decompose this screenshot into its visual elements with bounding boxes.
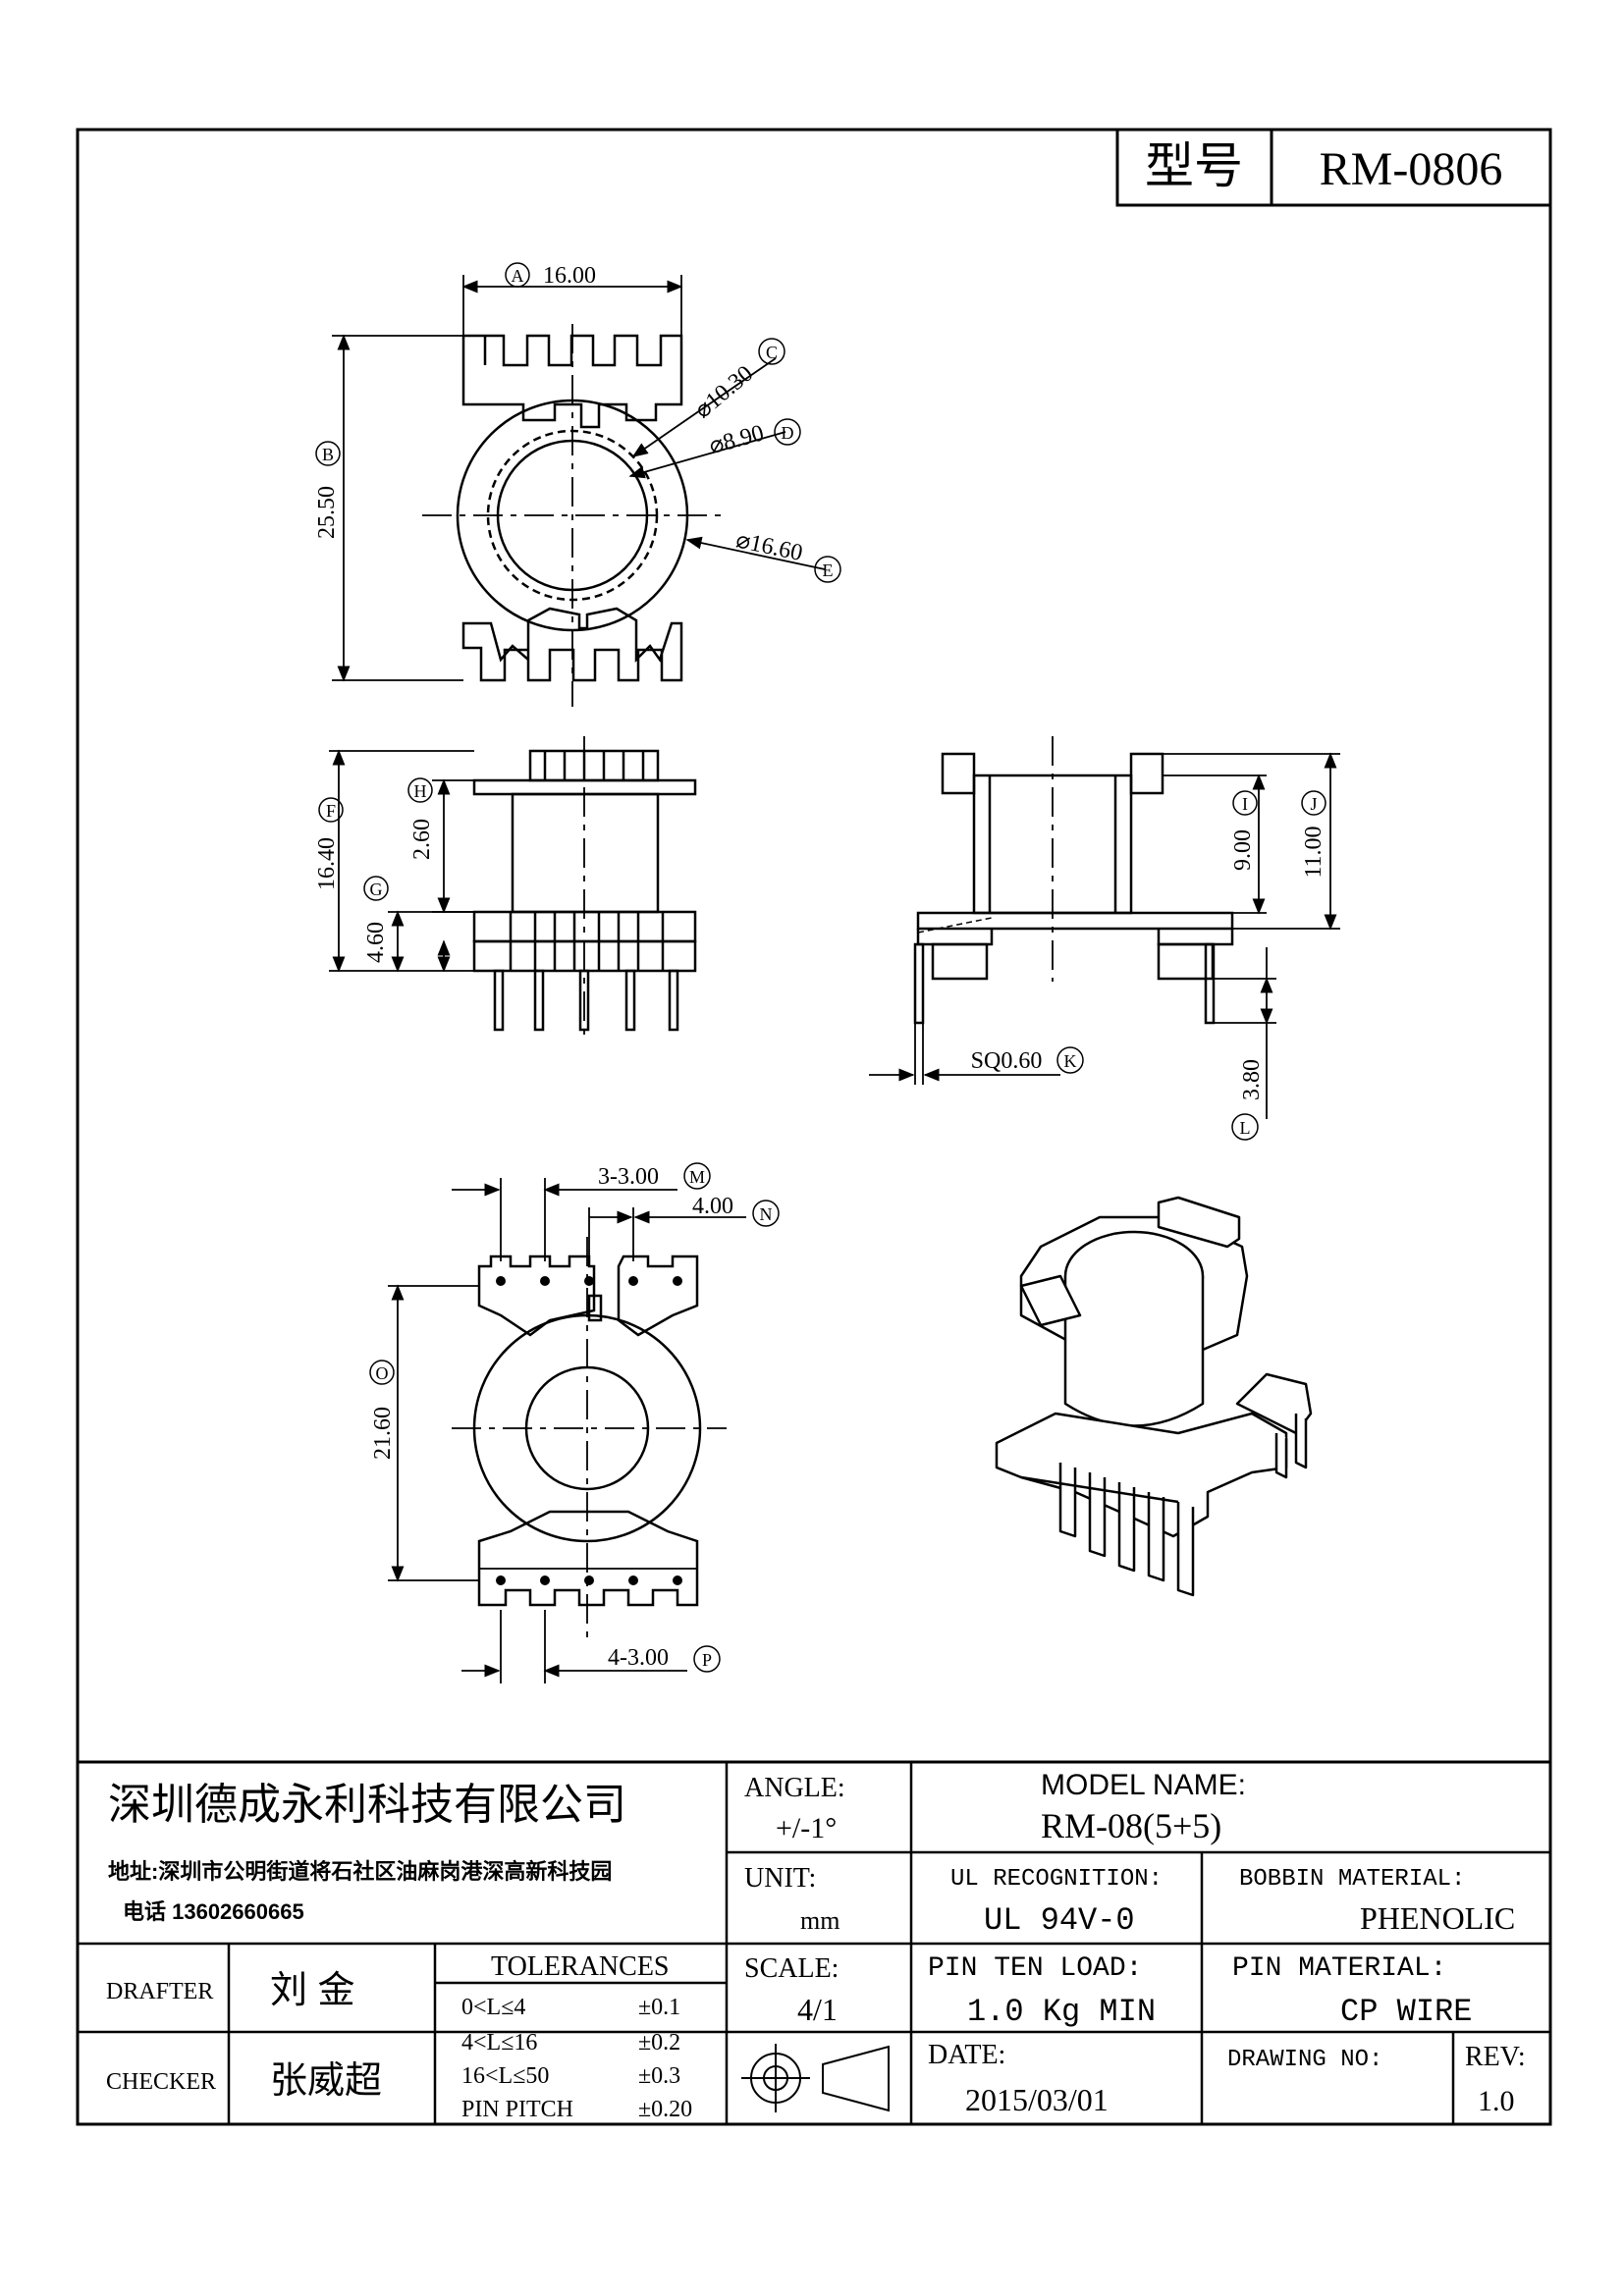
- pin-load-value: 1.0 Kg MIN: [967, 1994, 1156, 2030]
- dim-l-value: 3.80: [1239, 1059, 1265, 1100]
- dim-h-ref: H: [414, 781, 427, 801]
- dim-k-ref: K: [1064, 1051, 1077, 1071]
- rev-label: REV:: [1465, 2042, 1526, 2072]
- dim-l-ref: L: [1240, 1118, 1251, 1138]
- unit-value: mm: [800, 1906, 839, 1935]
- unit-label: UNIT:: [744, 1863, 816, 1894]
- dim-b-ref: B: [322, 445, 334, 464]
- top-view: [332, 275, 826, 707]
- isometric-view: [995, 1196, 1313, 1597]
- pin-load-label: PIN TEN LOAD:: [928, 1953, 1142, 1984]
- front-view: [329, 736, 697, 1041]
- drawing-no-label: DRAWING NO:: [1227, 2047, 1382, 2073]
- dim-i-ref: I: [1242, 794, 1248, 814]
- bottom-comb-outline: [461, 607, 683, 682]
- dim-c-ref: C: [766, 343, 778, 362]
- tol-value-3: ±0.3: [638, 2063, 680, 2089]
- pin-material-value: CP WIRE: [1340, 1994, 1472, 2030]
- ul-label: UL RECOGNITION:: [950, 1866, 1163, 1893]
- dim-k-value: SQ0.60: [971, 1048, 1043, 1074]
- bottom-view: [388, 1178, 746, 1683]
- dim-j-value: 11.00: [1301, 826, 1326, 878]
- tol-value-2: ±0.2: [638, 2030, 680, 2056]
- scale-value: 4/1: [797, 1992, 838, 2027]
- dim-m-value: 3-3.00: [598, 1164, 659, 1190]
- tol-value-4: ±0.20: [638, 2097, 692, 2122]
- dim-g-ref: G: [370, 880, 383, 899]
- front-view-labels: F 16.40 H 2.60 G 4.60: [314, 777, 435, 963]
- dim-o-value: 21.60: [370, 1407, 396, 1460]
- model-name-label: MODEL NAME:: [1041, 1769, 1246, 1801]
- tol-value-1: ±0.1: [638, 1995, 680, 2020]
- dim-o-ref: O: [376, 1363, 389, 1383]
- checker-label: CHECKER: [106, 2069, 216, 2095]
- drafter-value: 刘 金: [270, 1970, 355, 2011]
- checker-value: 张威超: [270, 2060, 382, 2102]
- dim-p-ref: P: [702, 1650, 712, 1670]
- title-block-grid: [78, 1760, 1550, 2124]
- dim-h-value: 2.60: [409, 819, 435, 860]
- pin-material-label: PIN MATERIAL:: [1232, 1953, 1446, 1984]
- dim-d-value: ⌀8.90: [707, 420, 767, 459]
- company-name: 深圳德成永利科技有限公司: [108, 1781, 626, 1829]
- angle-label: ANGLE:: [744, 1773, 845, 1803]
- dim-c-value: ⌀10.30: [690, 361, 758, 424]
- model-header-box: 型号 RM-0806: [1115, 128, 1552, 207]
- dim-a-value: 16.00: [543, 263, 596, 289]
- dim-e-ref: E: [823, 561, 834, 580]
- dim-m-ref: M: [689, 1167, 705, 1187]
- dim-n-value: 4.00: [692, 1194, 733, 1219]
- side-view: [869, 736, 1340, 1119]
- dim-f-value: 16.40: [314, 837, 340, 890]
- model-name-value: RM-08(5+5): [1041, 1806, 1221, 1845]
- ul-value: UL 94V-0: [984, 1902, 1135, 1939]
- tol-range-2: 4<L≤16: [461, 2030, 537, 2056]
- company-address: 地址:深圳市公明街道将石社区油麻岗港深高新科技园: [108, 1859, 612, 1884]
- tolerances-label: TOLERANCES: [491, 1951, 670, 1982]
- dim-n-ref: N: [760, 1204, 773, 1224]
- scale-label: SCALE:: [744, 1953, 839, 1984]
- rev-value: 1.0: [1478, 2085, 1515, 2117]
- tol-range-4: PIN PITCH: [461, 2097, 573, 2122]
- top-comb-outline: [461, 334, 683, 429]
- dim-e-value: ⌀16.60: [733, 527, 804, 566]
- projection-symbol: [741, 2044, 890, 2112]
- drawing-border: [76, 128, 1552, 2126]
- company-phone: 电话 13602660665: [123, 1899, 304, 1924]
- model-header-value: RM-0806: [1320, 143, 1503, 195]
- top-view-labels: A 16.00 B 25.50 ⌀10.30 C ⌀8.90 D ⌀16.60 …: [314, 262, 841, 583]
- tol-range-1: 0<L≤4: [461, 1995, 525, 2020]
- bobbin-value: PHENOLIC: [1360, 1900, 1515, 1936]
- date-label: DATE:: [928, 2040, 1005, 2070]
- dim-j-ref: J: [1310, 794, 1317, 814]
- dim-f-ref: F: [326, 801, 336, 821]
- dim-a-ref: A: [512, 266, 524, 286]
- model-header-label: 型号: [1145, 138, 1243, 193]
- bottom-view-pins: [496, 1276, 682, 1585]
- tol-range-3: 16<L≤50: [461, 2063, 549, 2089]
- bobbin-label: BOBBIN MATERIAL:: [1239, 1866, 1465, 1893]
- angle-value: +/-1°: [776, 1812, 837, 1844]
- date-value: 2015/03/01: [965, 2082, 1109, 2117]
- dim-b-value: 25.50: [314, 486, 340, 539]
- bottom-view-labels: 3-3.00 M 4.00 N O 21.60 4-3.00 P: [369, 1162, 780, 1673]
- drafter-label: DRAFTER: [106, 1979, 213, 2004]
- dim-p-value: 4-3.00: [608, 1645, 669, 1671]
- dim-i-value: 9.00: [1230, 829, 1256, 871]
- dim-g-value: 4.60: [363, 922, 389, 963]
- side-view-labels: I 9.00 J 11.00 SQ0.60 K 3.80 L: [971, 790, 1326, 1141]
- dim-d-ref: D: [782, 423, 794, 443]
